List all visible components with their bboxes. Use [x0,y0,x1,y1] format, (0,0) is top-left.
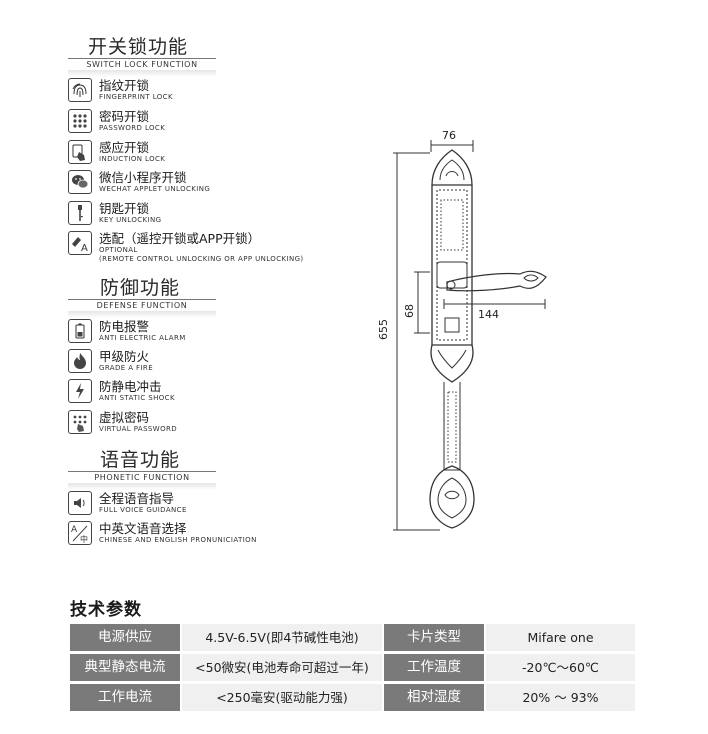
table-row: 典型静态电流 <50微安(电池寿命可超过一年) 工作温度 -20℃～60℃ [70,654,635,681]
spec-key: 卡片类型 [384,624,484,651]
tech-spec-title: 技术参数 [70,600,142,620]
feature-label: 防电报警 [99,319,150,334]
feature-label-en-2: (REMOTE CONTROL UNLOCKING OR APP UNLOCKI… [99,255,304,263]
wechat-icon [68,170,92,194]
svg-text:A: A [81,243,88,254]
feature-label: 微信小程序开锁 [99,170,187,185]
spec-key: 工作电流 [70,684,180,711]
feature-label: 感应开锁 [99,140,150,155]
switch-section-subtitle: SWITCH LOCK FUNCTION [86,60,198,69]
feature-label: 选配（遥控开锁或APP开锁） [99,231,261,246]
divider-shade [68,483,216,490]
dimension-handle: 144 [478,308,499,321]
feature-label-en: FINGERPRINT LOCK [99,93,173,101]
spec-value: <250毫安(驱动能力强) [182,684,382,711]
virtual-keypad-icon [68,410,92,434]
divider [68,471,216,472]
table-row: 电源供应 4.5V-6.5V(即4节碱性电池) 卡片类型 Mifare one [70,624,635,651]
lock-technical-drawing [393,140,547,531]
card-touch-icon [68,140,92,164]
divider-shade [68,311,216,318]
feature-label-en: PASSWORD LOCK [99,124,166,132]
spec-key: 典型静态电流 [70,654,180,681]
spec-key: 相对湿度 [384,684,484,711]
spec-value: <50微安(电池寿命可超过一年) [182,654,382,681]
feature-label-en: ANTI STATIC SHOCK [99,394,175,402]
spec-key: 电源供应 [70,624,180,651]
spec-value: Mifare one [486,624,635,651]
divider [68,58,216,59]
feature-label-en: ANTI ELECTRIC ALARM [99,334,186,342]
speaker-icon [68,491,92,515]
static-icon [68,379,92,403]
feature-label: 中英文语音选择 [99,521,187,536]
voice-section-subtitle: PHONETIC FUNCTION [94,473,190,482]
defense-section-subtitle: DEFENSE FUNCTION [96,301,188,310]
feature-label-en: KEY UNLOCKING [99,216,162,224]
key-icon [68,201,92,225]
battery-icon [68,319,92,343]
fingerprint-icon [68,78,92,102]
voice-section-title: 语音功能 [100,449,181,471]
feature-label: 指纹开锁 [99,78,150,93]
feature-label-en: FULL VOICE GUIDANCE [99,506,187,514]
fire-icon [68,349,92,373]
dimension-width: 76 [442,129,456,142]
feature-label-en: VIRTUAL PASSWORD [99,425,178,433]
spec-value: 4.5V-6.5V(即4节碱性电池) [182,624,382,651]
spec-value: 20% ～ 93% [486,684,635,711]
table-row: 工作电流 <250毫安(驱动能力强) 相对湿度 20% ～ 93% [70,684,635,711]
feature-label-en: GRADE A FIRE [99,364,154,372]
feature-label-en: CHINESE AND ENGLISH PRONUNICIATION [99,536,257,544]
feature-label-en: OPTIONAL [99,246,138,254]
feature-label: 防静电冲击 [99,379,162,394]
divider-shade [68,70,216,77]
svg-text:中: 中 [80,534,88,544]
divider [68,299,216,300]
keypad-icon [68,109,92,133]
spec-key: 工作温度 [384,654,484,681]
feature-label: 钥匙开锁 [99,201,150,216]
dimension-height: 655 [377,319,390,340]
switch-section-title: 开关锁功能 [88,36,189,58]
feature-label-en: WECHAT APPLET UNLOCKING [99,185,211,193]
spec-value: -20℃～60℃ [486,654,635,681]
defense-section-title: 防御功能 [100,277,181,299]
remote-app-icon: A [68,231,92,255]
feature-label: 全程语音指导 [99,491,175,506]
feature-label: 甲级防火 [99,349,150,364]
feature-label: 密码开锁 [99,109,150,124]
dimension-handle-height: 68 [403,304,416,318]
svg-text:A: A [71,525,78,535]
feature-label-en: INDUCTION LOCK [99,155,166,163]
feature-label: 虚拟密码 [99,410,150,425]
